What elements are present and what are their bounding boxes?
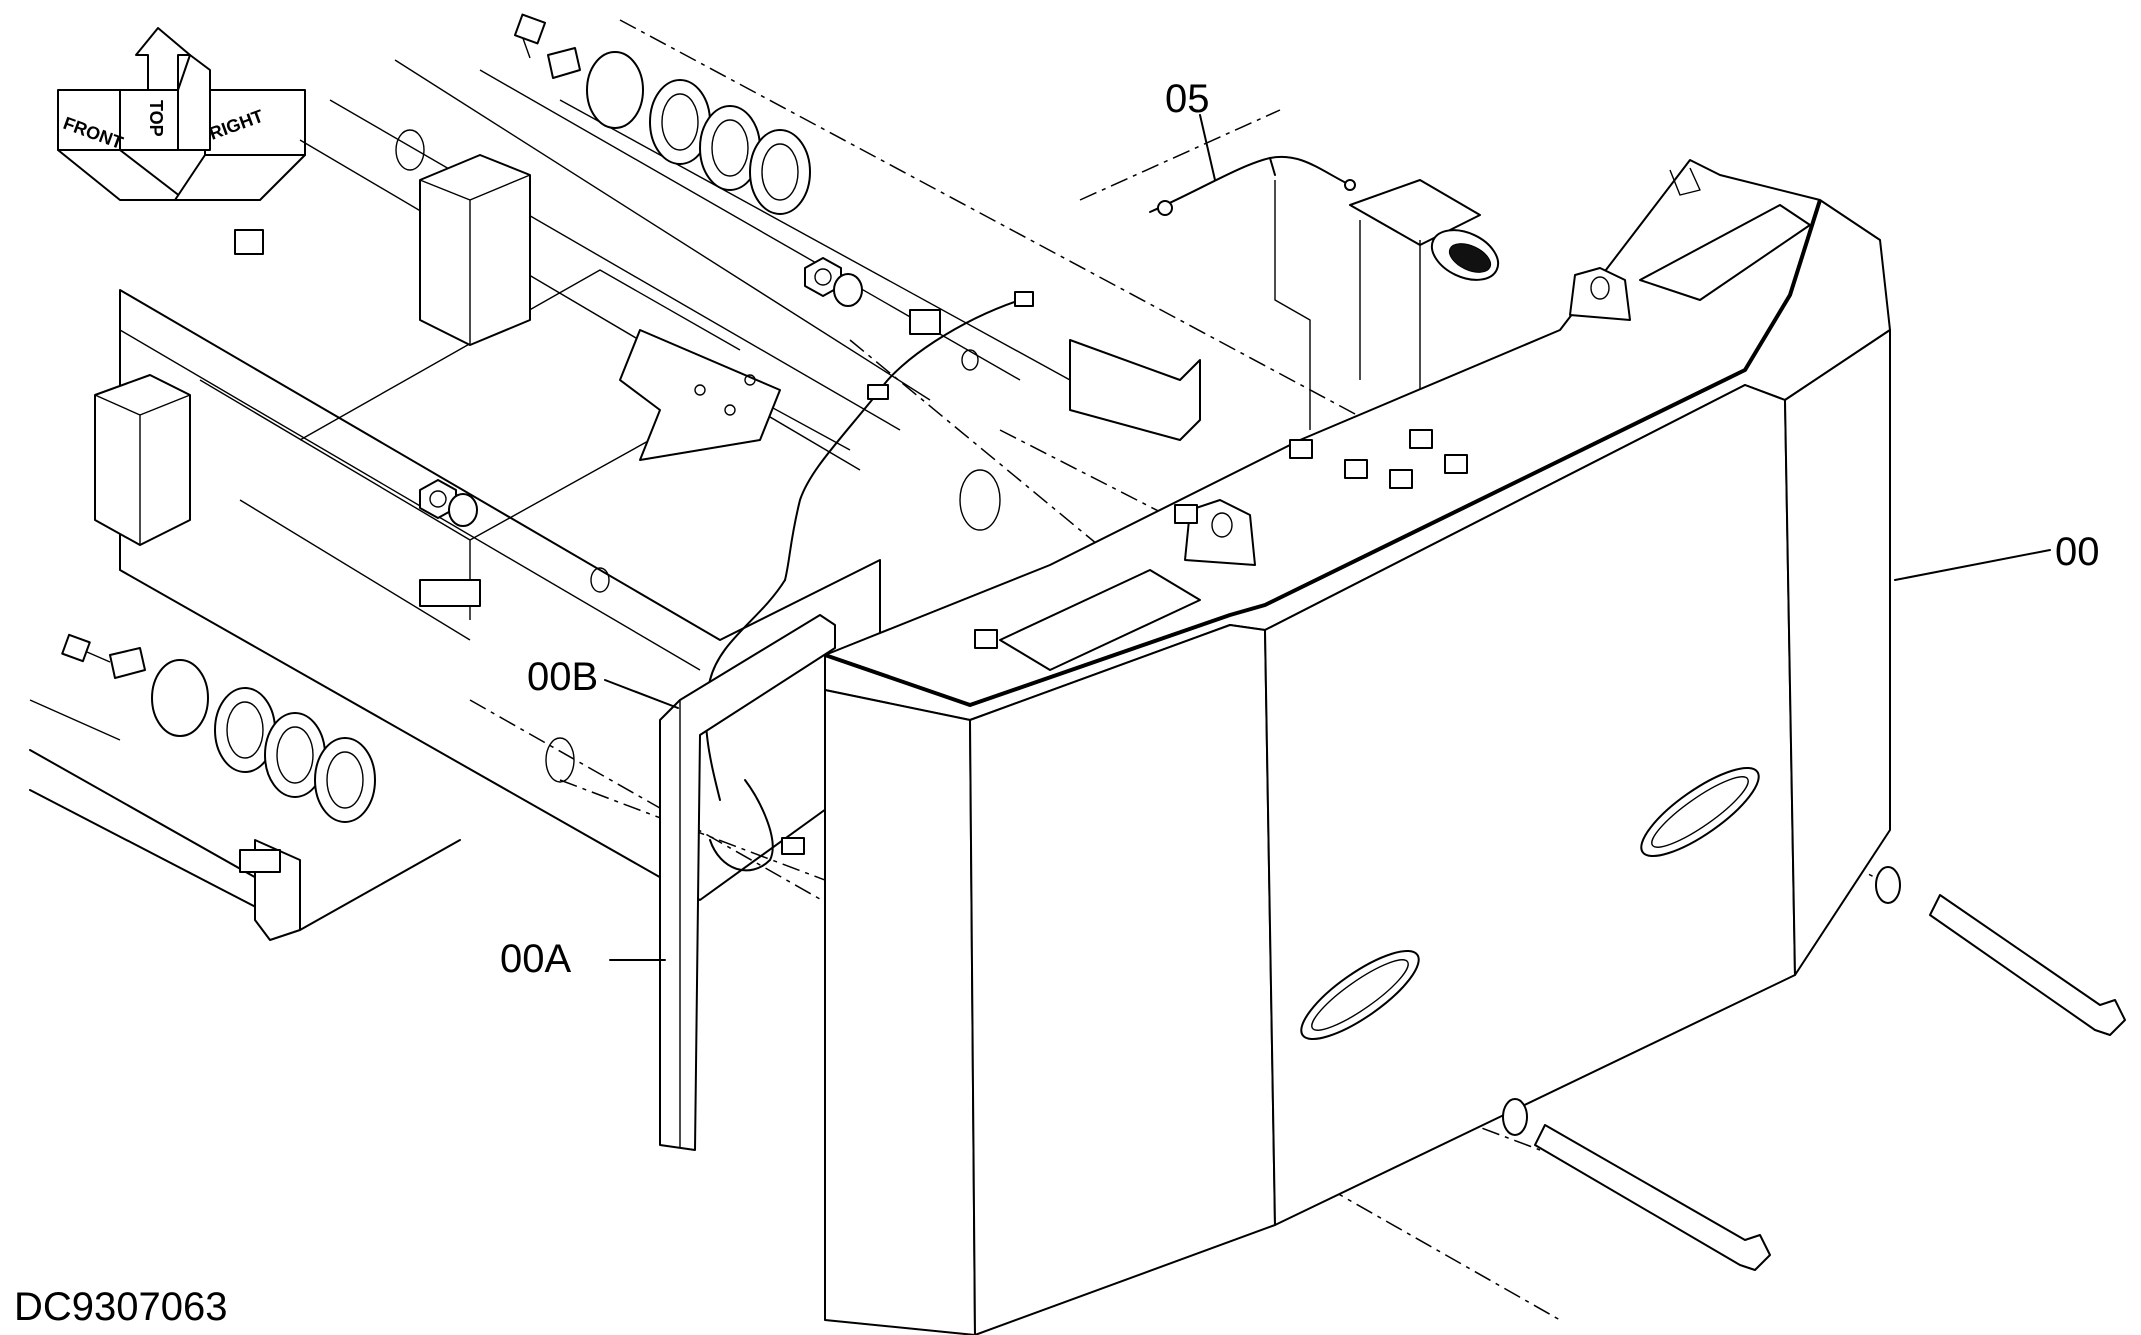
callout-00: 00 [2055, 530, 2100, 574]
document-id: DC9307063 [14, 1285, 228, 1329]
counterweight [824, 159, 1891, 1335]
lower-bolt-washer-stack [61, 633, 376, 823]
upper-bolt-washer-stack [513, 13, 811, 215]
callout-00B: 00B [527, 655, 598, 699]
seal-strip [659, 614, 836, 1151]
orientation-top-label: TOP [146, 100, 166, 137]
wiring-harness [704, 155, 1356, 872]
callout-leaders [604, 114, 2051, 961]
callout-05: 05 [1165, 77, 1210, 121]
counterweight-bolts [1502, 866, 2126, 1271]
lamp-assembly [1274, 179, 1500, 455]
orientation-indicator: FRONT TOP RIGHT [57, 27, 306, 201]
callout-00A: 00A [500, 937, 571, 981]
